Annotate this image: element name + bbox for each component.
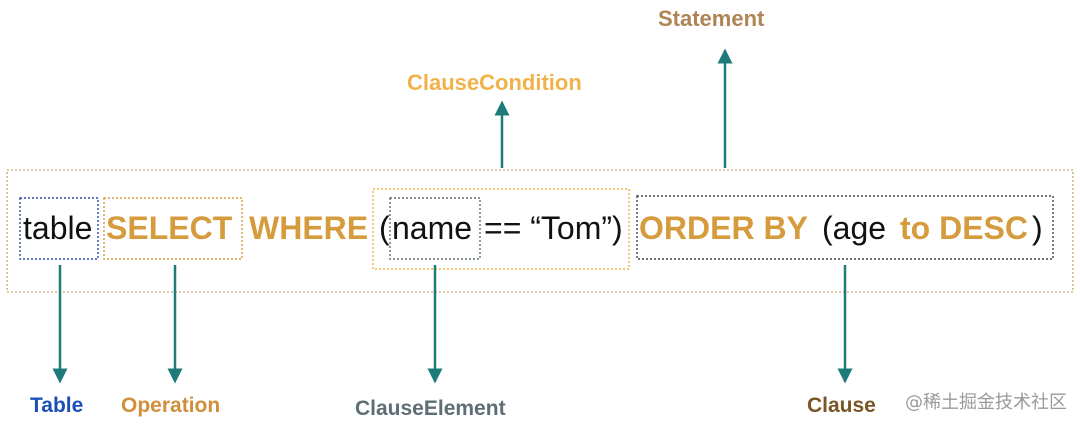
- clause-condition-label: ClauseCondition: [407, 70, 582, 95]
- clause-element-box: [389, 197, 481, 260]
- code-eq-tom: == “Tom”): [484, 210, 623, 246]
- statement-label: Statement: [658, 6, 765, 31]
- clause-box: [636, 195, 1054, 260]
- table-box: [19, 197, 99, 260]
- code-age: (age: [822, 210, 887, 246]
- code-name: name: [392, 210, 473, 246]
- statement-box: [6, 169, 1074, 293]
- code-close-paren: ): [1032, 210, 1043, 246]
- code-select: SELECT: [106, 210, 233, 246]
- code-open-paren: (: [379, 210, 390, 246]
- clause-label: Clause: [807, 394, 876, 417]
- code-to-desc: to DESC: [900, 210, 1028, 246]
- code-table: table: [23, 210, 93, 246]
- operation-label: Operation: [121, 394, 221, 417]
- operation-box: [103, 197, 243, 260]
- code-where: WHERE: [249, 210, 369, 246]
- code-order-by: ORDER BY: [639, 210, 808, 246]
- clause-element-label: ClauseElement: [355, 397, 506, 420]
- watermark: @稀土掘金技术社区: [905, 392, 1067, 413]
- table-label: Table: [30, 394, 84, 417]
- clause-condition-box: [372, 188, 630, 270]
